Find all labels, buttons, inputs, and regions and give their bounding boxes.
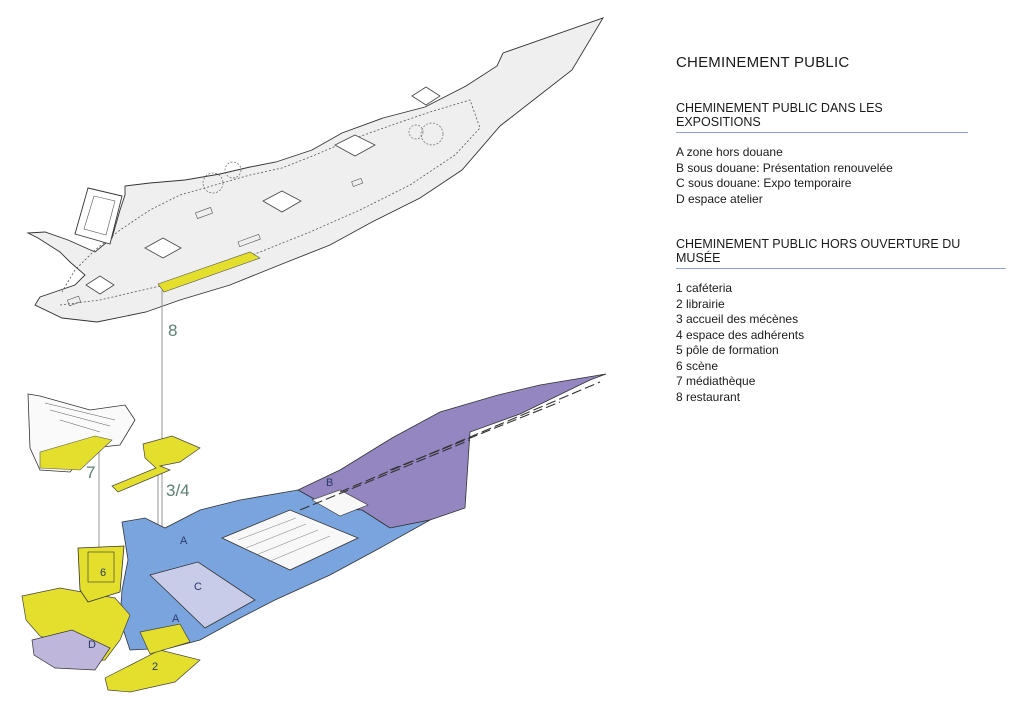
scene-block: [77, 545, 125, 603]
round-void: [408, 124, 424, 140]
upper-level-outline: [26, 17, 605, 323]
zone-label-c: C: [194, 581, 202, 593]
legend-title: CHEMINEMENT PUBLIC: [676, 54, 850, 71]
restaurant-strip: [157, 251, 261, 293]
plan-hatch: [59, 419, 101, 433]
callout-34: 3/4: [166, 481, 190, 500]
floor-plan-diagram: 8 7 3/4: [21, 17, 607, 693]
zone-label-d: D: [88, 639, 96, 651]
mid-level-pieces: [27, 393, 201, 493]
round-void: [420, 122, 444, 146]
legend-item: 4 espace des adhérents: [676, 327, 805, 342]
legend-list: 1 caféteria 2 librairie 3 accueil des mé…: [676, 281, 1006, 405]
legend: CHEMINEMENT PUBLIC CHEMINEMENT PUBLIC DA…: [676, 54, 1006, 405]
upper-fixture: [195, 207, 213, 219]
upper-level-plan: [26, 17, 605, 323]
legend-item: 5 pôle de formation: [676, 343, 779, 357]
legend-item: C sous douane: Expo temporaire: [676, 176, 852, 190]
scene-inner: [87, 551, 115, 583]
legend-section-expositions: CHEMINEMENT PUBLIC DANS LES EXPOSITIONS …: [676, 101, 1006, 207]
walkway-line: [339, 381, 601, 493]
lower-level-plan: [21, 373, 607, 693]
skylight: [334, 134, 376, 157]
zone-label-a-top: A: [180, 535, 188, 547]
legend-item: B sous douane: Présentation renouvelée: [676, 160, 893, 175]
plan-hatch: [44, 402, 116, 421]
zone-c-area: [149, 561, 256, 629]
courtyard-seating: [267, 535, 331, 563]
callout-7: 7: [86, 463, 95, 482]
cafeteria-block: [139, 623, 191, 655]
legend-section-title: CHEMINEMENT PUBLIC DANS LES EXPOSITIONS: [676, 101, 968, 133]
walkway-line: [389, 401, 561, 471]
legend-item: 7 médiathèque: [676, 374, 756, 388]
legend-item: 2 librairie: [676, 296, 725, 311]
legend-section-hors-ouverture: CHEMINEMENT PUBLIC HORS OUVERTURE DU MUS…: [676, 237, 1006, 405]
zone-label-6: 6: [100, 567, 106, 579]
legend-list: A zone hors douane B sous douane: Présen…: [676, 145, 1006, 207]
legend-item: 6 scène: [676, 358, 719, 373]
zone-label-b: B: [326, 477, 333, 489]
skylight: [85, 275, 115, 295]
upper-pavilion-inner: [83, 195, 116, 236]
upper-fixture: [237, 233, 261, 247]
walkway-line: [299, 439, 471, 511]
zone-label-2: 2: [152, 661, 158, 673]
mediatheque-yellow: [39, 435, 113, 471]
upper-inner-dotted: [59, 99, 481, 306]
courtyard-seating: [245, 523, 307, 549]
legend-section-title: CHEMINEMENT PUBLIC HORS OUVERTURE DU MUS…: [676, 237, 1006, 269]
round-void: [224, 161, 242, 179]
upper-fixture: [351, 178, 364, 187]
skylight: [144, 237, 182, 259]
legend-item: A zone hors douane: [676, 145, 783, 159]
courtyard-seating: [255, 529, 319, 556]
legend-item: D espace atelier: [676, 191, 763, 206]
courtyard-seating: [237, 517, 297, 541]
courtyard: [221, 509, 359, 571]
skylight: [262, 190, 302, 213]
legend-item: 8 restaurant: [676, 389, 741, 404]
legend-item: 3 accueil des mécènes: [676, 312, 799, 326]
callout-8: 8: [168, 321, 177, 340]
zone-label-a-bottom: A: [172, 613, 180, 625]
adherents-level: [111, 435, 201, 493]
courtyard-annex: [311, 489, 369, 517]
plan-hatch: [49, 409, 111, 427]
round-void: [202, 172, 224, 194]
upper-fixture: [66, 295, 82, 307]
zone-d-area: [31, 629, 111, 671]
legend-item: 1 caféteria: [676, 281, 733, 295]
skylight: [411, 86, 441, 106]
